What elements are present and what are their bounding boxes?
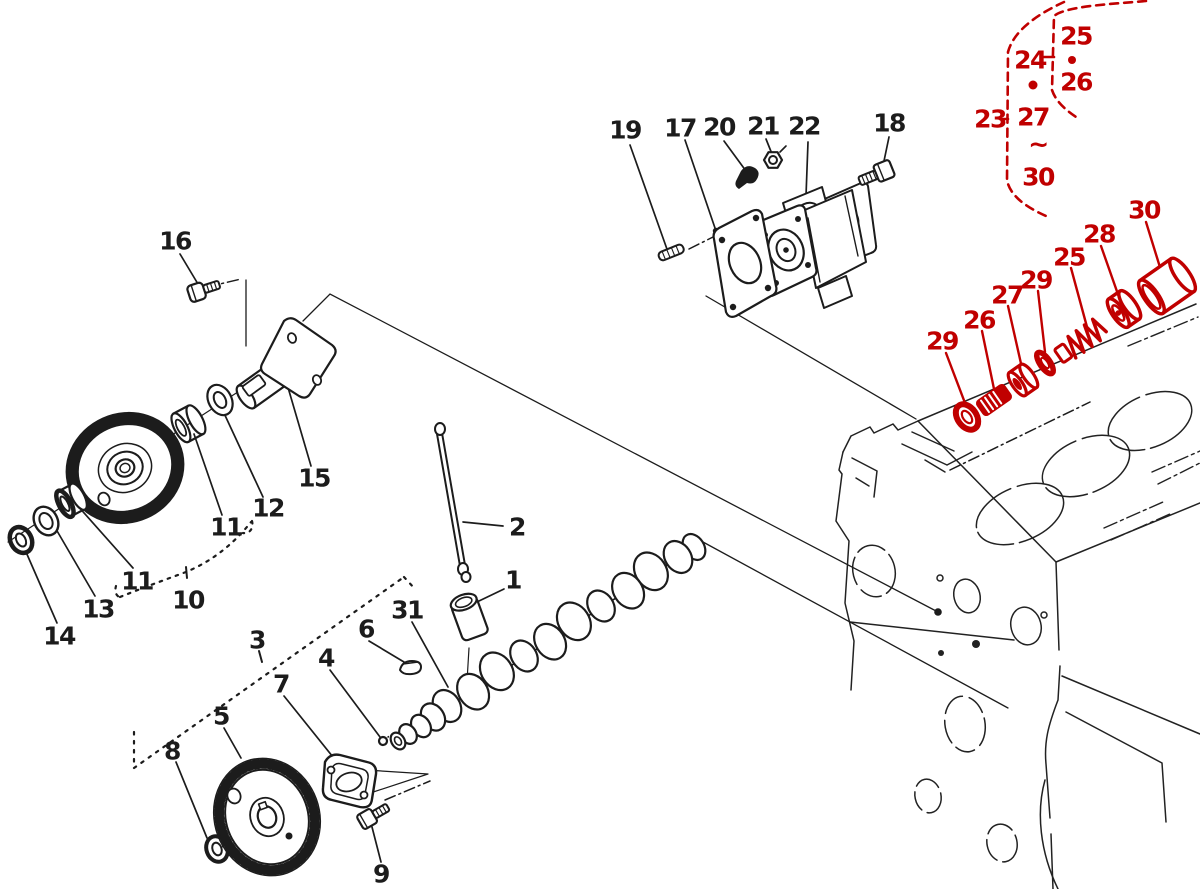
valve-sleeve-30 xyxy=(1136,256,1198,316)
valve-nut-28 xyxy=(1105,288,1143,330)
stud-19 xyxy=(657,243,685,262)
valve-washer-29-right xyxy=(1033,349,1057,377)
bolt-18 xyxy=(857,159,896,186)
pump-gasket xyxy=(712,208,778,318)
woodruff-key xyxy=(399,660,422,676)
nut-21 xyxy=(762,145,787,169)
detent-ball xyxy=(377,735,389,747)
camshaft-assembly xyxy=(204,422,707,877)
idler-gear-assembly xyxy=(7,280,337,556)
camshaft xyxy=(389,532,707,751)
elbow-fitting-20 xyxy=(735,166,759,189)
gear-web-hole xyxy=(97,491,111,507)
gear-lightening-hole xyxy=(226,787,242,805)
washer-12 xyxy=(206,383,234,417)
idler-gear xyxy=(65,411,185,525)
relief-valve-parts xyxy=(944,0,1198,433)
lock-washer-8 xyxy=(204,834,230,864)
push-rod xyxy=(434,422,472,583)
bolt-9 xyxy=(356,803,391,830)
ring-14 xyxy=(7,524,35,556)
hydraulic-pump-assembly xyxy=(657,145,896,318)
bushing-11-left xyxy=(54,482,88,520)
thrust-plate xyxy=(321,753,378,809)
tappet xyxy=(449,592,489,642)
valve-nut-27 xyxy=(1006,362,1040,398)
engine-block xyxy=(835,303,1200,889)
bolt-16 xyxy=(186,280,221,303)
group-brackets xyxy=(114,519,417,770)
valve-washer-29-left xyxy=(952,401,982,433)
red-bracket xyxy=(1005,0,1148,218)
valve-screw-26 xyxy=(975,383,1013,417)
idler-shaft-15 xyxy=(235,317,337,410)
washer-13 xyxy=(32,505,60,537)
valve-spring-25 xyxy=(1053,317,1108,364)
gear-dowel-hole xyxy=(285,832,293,840)
bushing-11-right xyxy=(170,404,207,444)
camshaft-gear xyxy=(212,757,322,877)
